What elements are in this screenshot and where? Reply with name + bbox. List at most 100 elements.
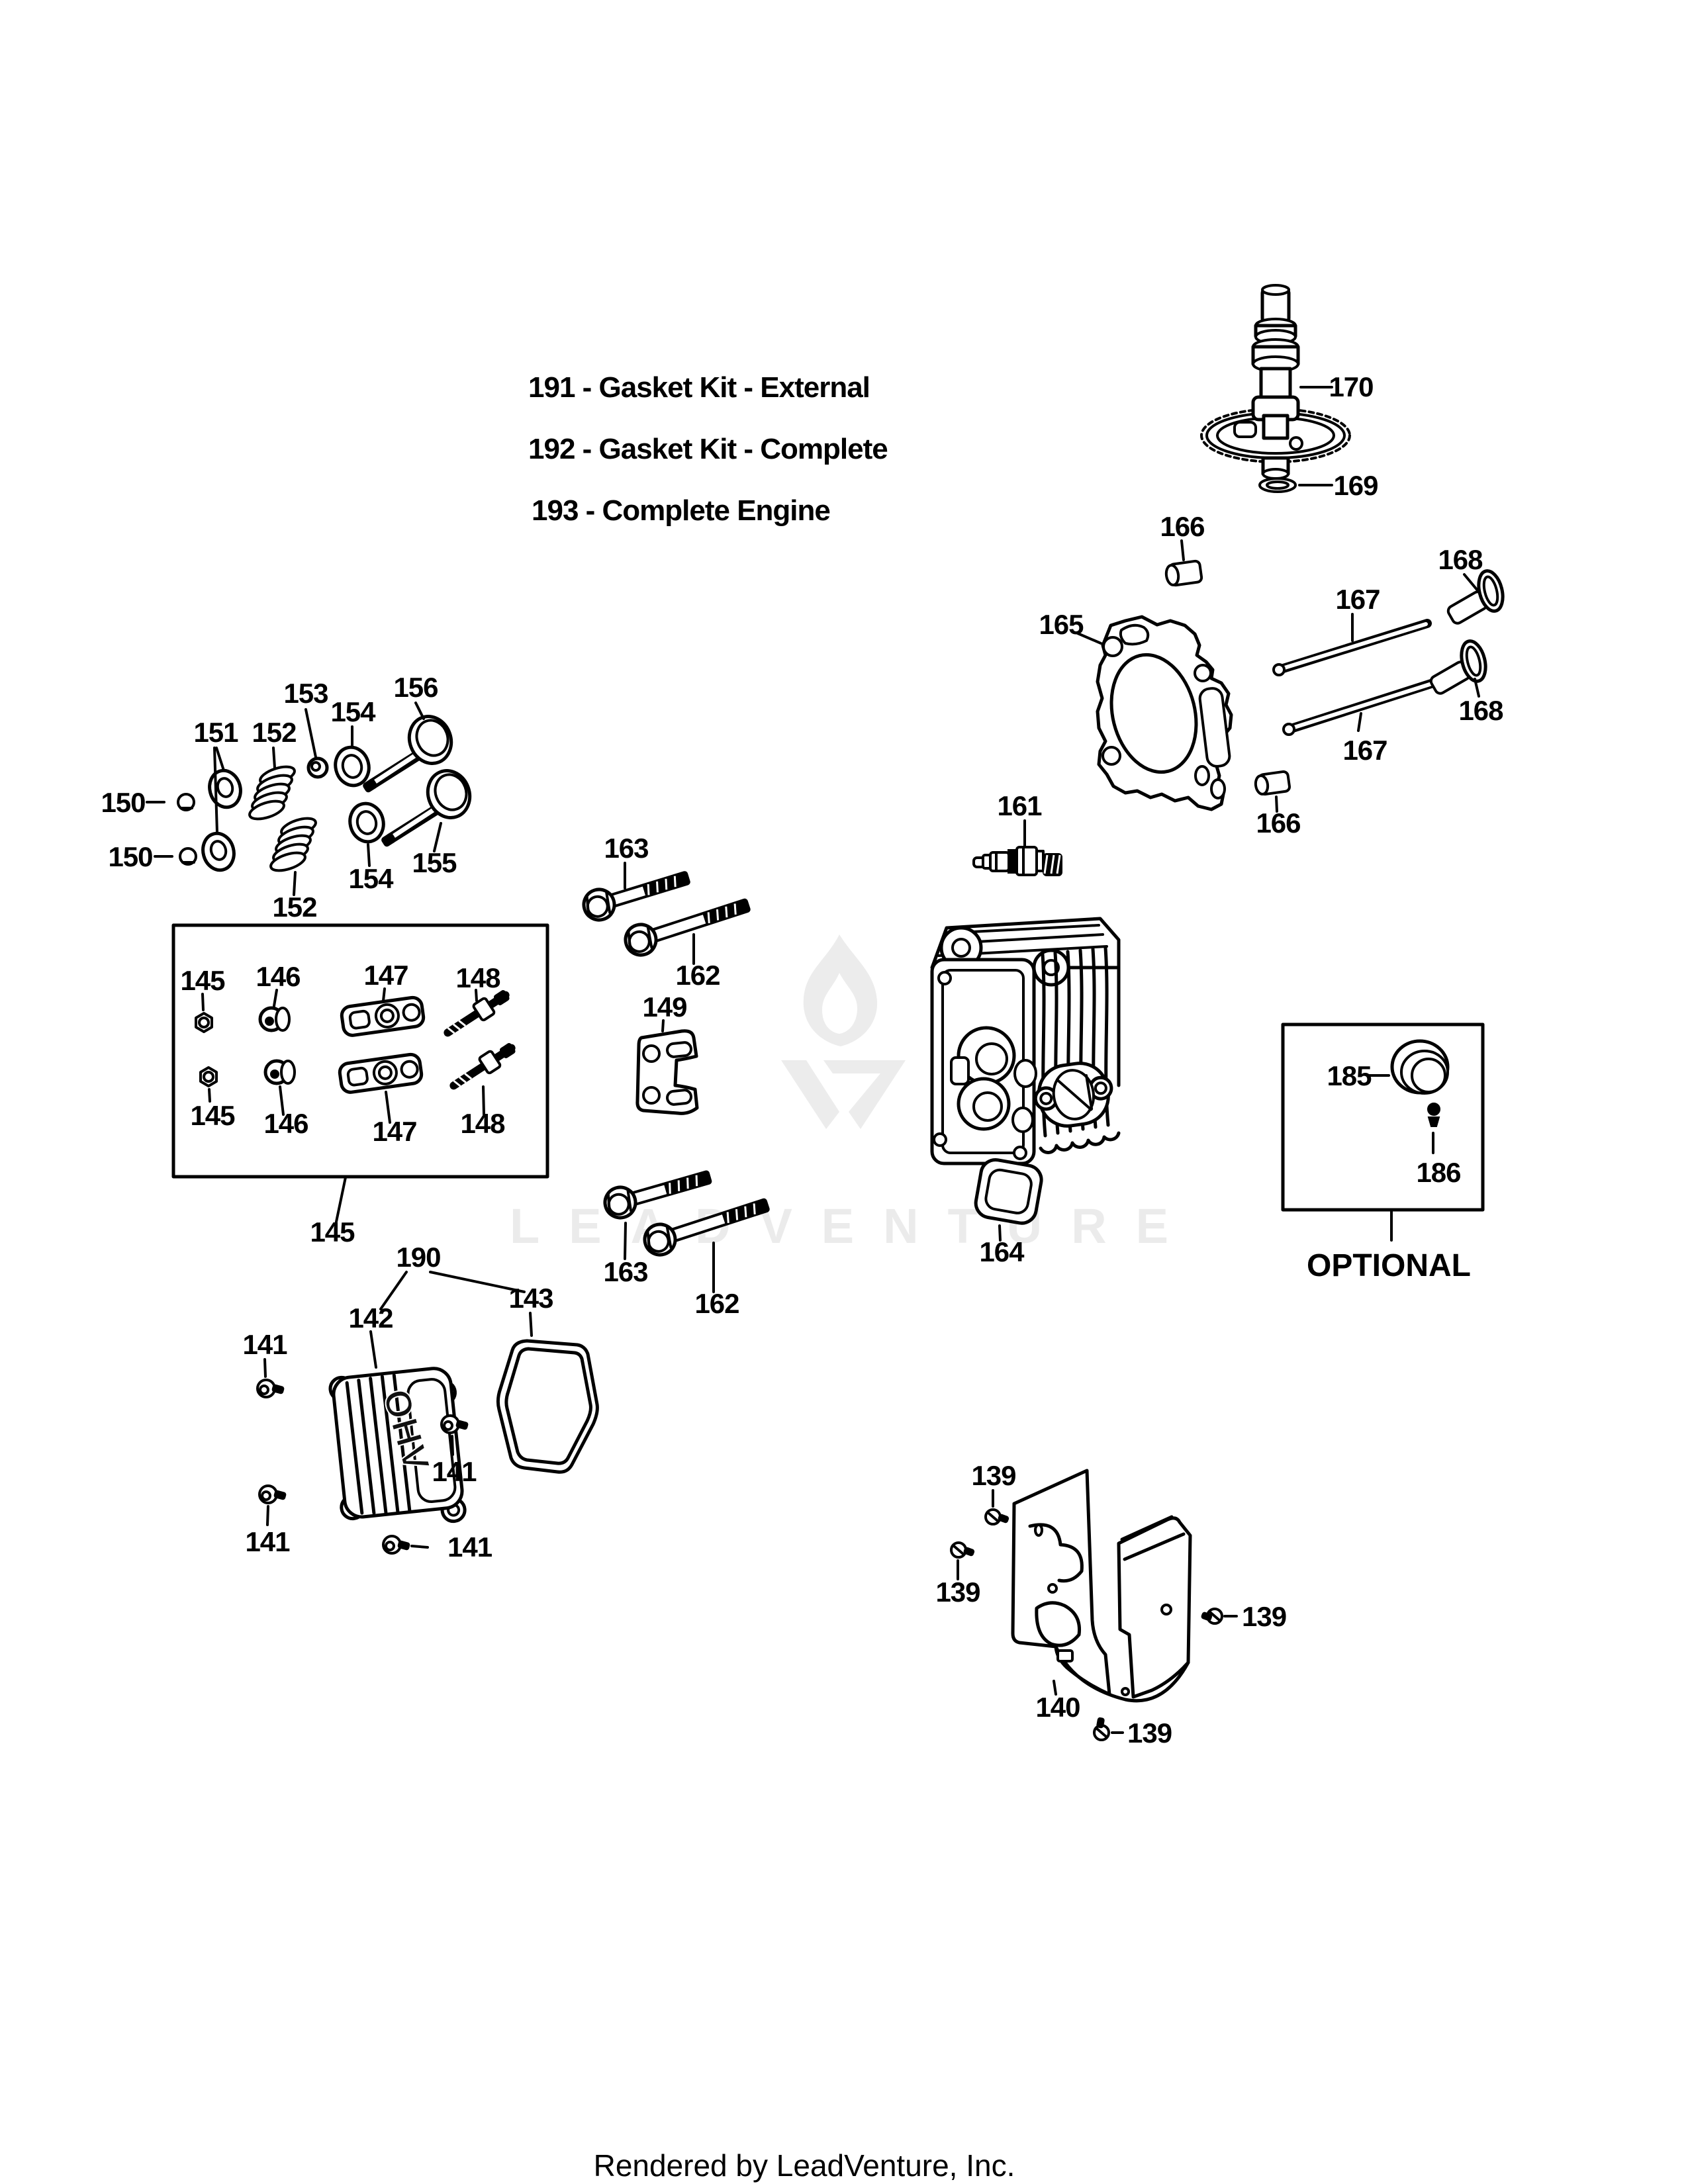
part-screw-139-a [984,1508,1009,1525]
callout-147-bottom: 147 [372,1116,416,1147]
callout-139-a: 139 [971,1460,1015,1491]
callout-168-bottom: 168 [1458,695,1503,726]
head-bolts-bottom: 163 162 [603,1170,770,1319]
part-screw-139-b [950,1541,975,1559]
callout-151: 151 [193,717,238,748]
callout-141-c: 141 [245,1526,290,1557]
callout-186: 186 [1416,1157,1460,1188]
callout-155: 155 [412,847,457,878]
title-line-193: 193 - Complete Engine [532,494,830,527]
callout-168-top: 168 [1438,544,1483,575]
callout-166-top: 166 [1160,511,1204,542]
footer-credit: Rendered by LeadVenture, Inc. [594,2148,1015,2183]
part-pushrod-top: 167 [1272,584,1432,676]
callout-141-d: 141 [447,1531,492,1563]
callout-152-bottom: 152 [272,891,316,923]
callout-166-bottom: 166 [1256,807,1300,839]
callout-140: 140 [1035,1692,1080,1723]
callout-148-top: 148 [455,962,500,993]
rocker-parts-box: 145 145 146 146 147 147 [171,923,549,1248]
callout-167-bottom: 167 [1342,735,1387,766]
callout-142: 142 [348,1302,393,1334]
callout-162-bottom: 162 [694,1288,739,1319]
callout-152-top: 152 [252,717,296,748]
part-head-gasket-cluster: 166 165 167 167 [1039,511,1505,839]
valve-cover-cluster: 190 142 143 OHV [242,1242,599,1563]
part-screw-139-c [1201,1608,1223,1625]
part-valve-spring-bottom [269,817,317,872]
part-cylinder-head: 164 [930,917,1121,1267]
callout-154-top: 154 [330,696,376,727]
callout-167-top: 167 [1335,584,1380,615]
callout-146-bottom: 146 [263,1108,308,1139]
callout-153: 153 [283,678,328,709]
callout-143: 143 [508,1283,553,1314]
v-mark-icon-right [823,1060,906,1129]
v-mark-icon [781,1060,839,1129]
callout-139-c: 139 [1242,1601,1286,1632]
callout-190: 190 [396,1242,440,1273]
callout-170: 170 [1329,371,1373,402]
callout-163-top: 163 [604,833,648,864]
part-screw-141-a [256,1379,285,1398]
callout-156: 156 [393,672,438,703]
part-rocker-stud-bottom [449,1043,516,1090]
head-bolts-top: 163 162 149 [582,833,751,1115]
callout-148-bottom: 148 [460,1108,505,1139]
part-bolt-163-bottom [603,1170,712,1220]
part-cover-gasket [496,1339,599,1474]
callout-163-bottom: 163 [603,1256,647,1287]
part-valve-spring-top [248,765,296,821]
part-bolt-163-top [582,871,690,922]
part-dowel-pin-top: 166 [1160,511,1205,587]
part-port-gasket [1033,1062,1113,1128]
part-rocker-arm-bottom [338,1052,424,1094]
callout-141-a: 141 [242,1329,287,1360]
part-cylinder-shroud [1011,1469,1192,1699]
part-spark-plug: 161 [972,790,1062,876]
optional-box: 185 186 OPTIONAL [1281,1023,1485,1283]
callout-162-top: 162 [675,960,720,991]
optional-box-label: OPTIONAL [1307,1248,1471,1283]
callout-185: 185 [1327,1060,1372,1091]
callout-145-top: 145 [180,965,225,996]
part-rocker-stud-top [444,990,510,1037]
callout-150-top: 150 [101,787,145,818]
callout-147-top: 147 [363,960,408,991]
part-camshaft-assembly: 170 169 [1200,284,1379,501]
part-rocker-arm-top [340,995,426,1037]
valve-train-group: 150 150 151 152 152 [101,672,472,923]
callout-169: 169 [1333,470,1378,501]
part-dowel-pin-bottom: 166 [1254,770,1301,839]
part-valve-156: 156 [363,672,453,793]
callout-161: 161 [997,790,1042,821]
shroud-cluster: 140 139 139 139 139 [935,1460,1287,1749]
part-bolt-162-top [624,898,751,957]
part-screw-139-d [1093,1717,1110,1741]
title-block: 191 - Gasket Kit - External 192 - Gasket… [528,371,888,527]
part-screw-141-d [382,1535,410,1555]
flame-icon-inner [822,973,858,1034]
part-valve-155: 155 [381,769,472,878]
callout-154-bottom: 154 [348,863,394,894]
callout-141-b: 141 [432,1456,477,1487]
callout-164: 164 [979,1236,1025,1267]
part-lifter-top: 168 [1438,544,1505,625]
title-line-191: 191 - Gasket Kit - External [528,371,870,404]
callout-149: 149 [642,991,686,1023]
callout-145-below-box: 145 [310,1216,355,1248]
callout-145-bottom: 145 [190,1100,235,1131]
title-line-192: 192 - Gasket Kit - Complete [528,433,888,465]
callout-139-d: 139 [1127,1717,1172,1749]
part-lifter-bottom: 168 [1429,639,1504,726]
callout-146-top: 146 [256,961,300,992]
part-pushrod-bottom: 167 [1282,678,1438,766]
callout-165: 165 [1039,609,1084,640]
part-screw-141-b [440,1414,469,1434]
part-screw-141-c [258,1484,287,1504]
part-head-flange [974,1158,1043,1225]
callout-150-bottom: 150 [108,841,152,872]
part-valve-cover: OHV [328,1367,467,1524]
callout-139-b: 139 [935,1576,980,1608]
